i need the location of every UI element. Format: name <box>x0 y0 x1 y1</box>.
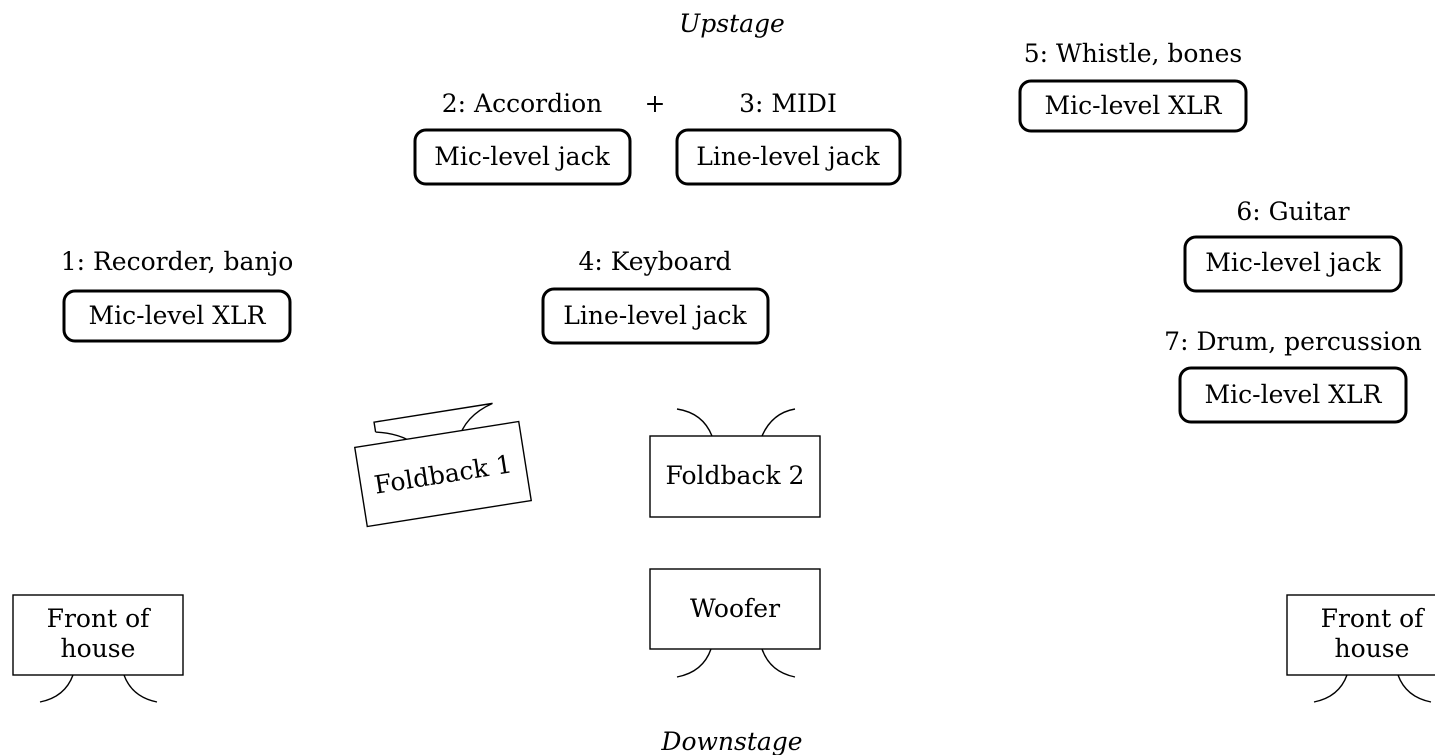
foldback-2-horn <box>676 408 796 437</box>
channel-2-input: Mic-level jack <box>434 142 610 171</box>
front-of-house-left-line1: Front of <box>47 604 151 633</box>
front-of-house-right-horn <box>1313 674 1432 703</box>
channel-4-input-box <box>541 287 770 345</box>
front-of-house-right-speaker: Front of house <box>1286 594 1435 703</box>
foldback-1-box <box>353 420 533 528</box>
channel-4-input: Line-level jack <box>563 301 747 330</box>
woofer-speaker: Woofer <box>649 568 821 678</box>
channel-1-input: Mic-level XLR <box>89 301 267 330</box>
channel-3-input-box <box>675 128 902 186</box>
woofer-box <box>649 568 821 650</box>
channel-6-input-box <box>1183 235 1403 293</box>
channel-3: 3: MIDI Line-level jack <box>675 89 902 186</box>
channel-5: 5: Whistle, bones Mic-level XLR <box>1018 39 1248 133</box>
foldback-1-speaker: Foldback 1 <box>353 402 533 528</box>
channel-5-input-box <box>1018 79 1248 133</box>
front-of-house-right-line1: Front of <box>1321 604 1425 633</box>
channel-2: 2: Accordion Mic-level jack <box>413 89 632 186</box>
channel-3-label: 3: MIDI <box>739 89 837 118</box>
channel-4: 4: Keyboard Line-level jack <box>541 247 770 345</box>
channel-7-input: Mic-level XLR <box>1205 380 1383 409</box>
front-of-house-left-horn <box>39 674 158 703</box>
foldback-2-speaker: Foldback 2 <box>649 408 821 518</box>
channel-5-input: Mic-level XLR <box>1045 91 1223 120</box>
foldback-2-label: Foldback 2 <box>666 461 805 490</box>
front-of-house-right-line2: house <box>1335 634 1410 663</box>
channel-7-label: 7: Drum, percussion <box>1164 327 1422 356</box>
downstage-label: Downstage <box>660 727 802 755</box>
upstage-label: Upstage <box>679 9 785 38</box>
combine-plus: + <box>645 89 666 118</box>
woofer-horn <box>676 648 796 678</box>
channel-5-label: 5: Whistle, bones <box>1024 39 1242 68</box>
channel-6-input: Mic-level jack <box>1205 248 1381 277</box>
channel-6: 6: Guitar Mic-level jack <box>1183 197 1403 293</box>
channel-1: 1: Recorder, banjo Mic-level XLR <box>61 247 294 343</box>
channel-1-label: 1: Recorder, banjo <box>61 247 294 276</box>
channel-2-input-box <box>413 128 632 186</box>
channel-2-label: 2: Accordion <box>442 89 603 118</box>
channel-6-label: 6: Guitar <box>1236 197 1349 226</box>
channel-7: 7: Drum, percussion Mic-level XLR <box>1164 327 1422 424</box>
channel-3-input: Line-level jack <box>696 142 880 171</box>
front-of-house-left-box <box>12 594 184 676</box>
channel-4-label: 4: Keyboard <box>578 247 731 276</box>
front-of-house-left-line2: house <box>61 634 136 663</box>
front-of-house-right-box <box>1286 594 1435 676</box>
channel-1-input-box <box>62 289 292 343</box>
front-of-house-left-speaker: Front of house <box>12 594 184 703</box>
foldback-2-box <box>649 435 821 518</box>
channel-7-input-box <box>1178 366 1408 424</box>
woofer-label: Woofer <box>690 594 780 623</box>
